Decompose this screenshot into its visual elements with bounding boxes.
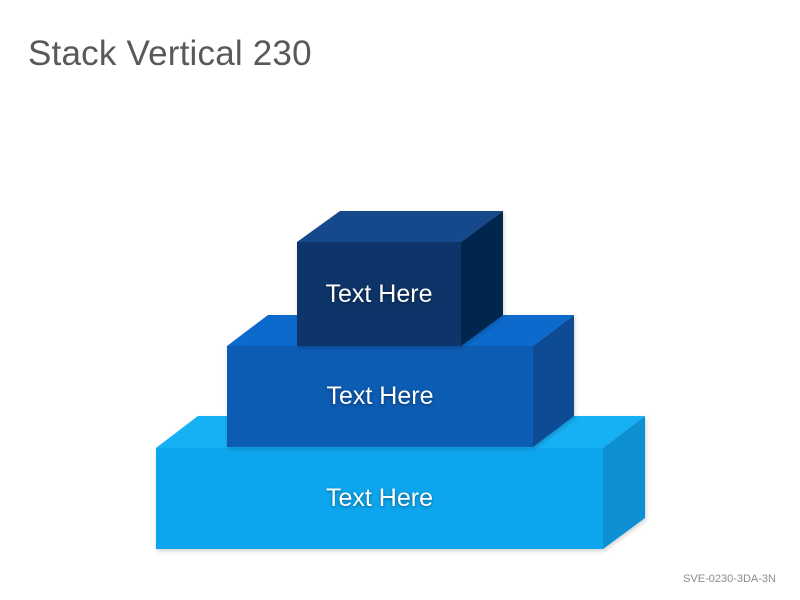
box-top [297,211,503,346]
box-middle-side-face [533,315,574,447]
slide-title: Stack Vertical 230 [28,34,312,73]
box-bottom-label: Text Here [326,484,433,512]
box-bottom-side-face [603,416,645,549]
box-middle-front-face [227,346,533,447]
box-middle-label: Text Here [326,382,434,410]
box-top-front-face [297,242,461,346]
box-top-top-face [297,211,503,242]
slide-code: SVE-0230-3DA-3N [683,573,776,585]
box-bottom-front-face [156,448,603,549]
box-top-side-face [461,211,503,346]
box-top-label: Text Here [325,279,433,308]
